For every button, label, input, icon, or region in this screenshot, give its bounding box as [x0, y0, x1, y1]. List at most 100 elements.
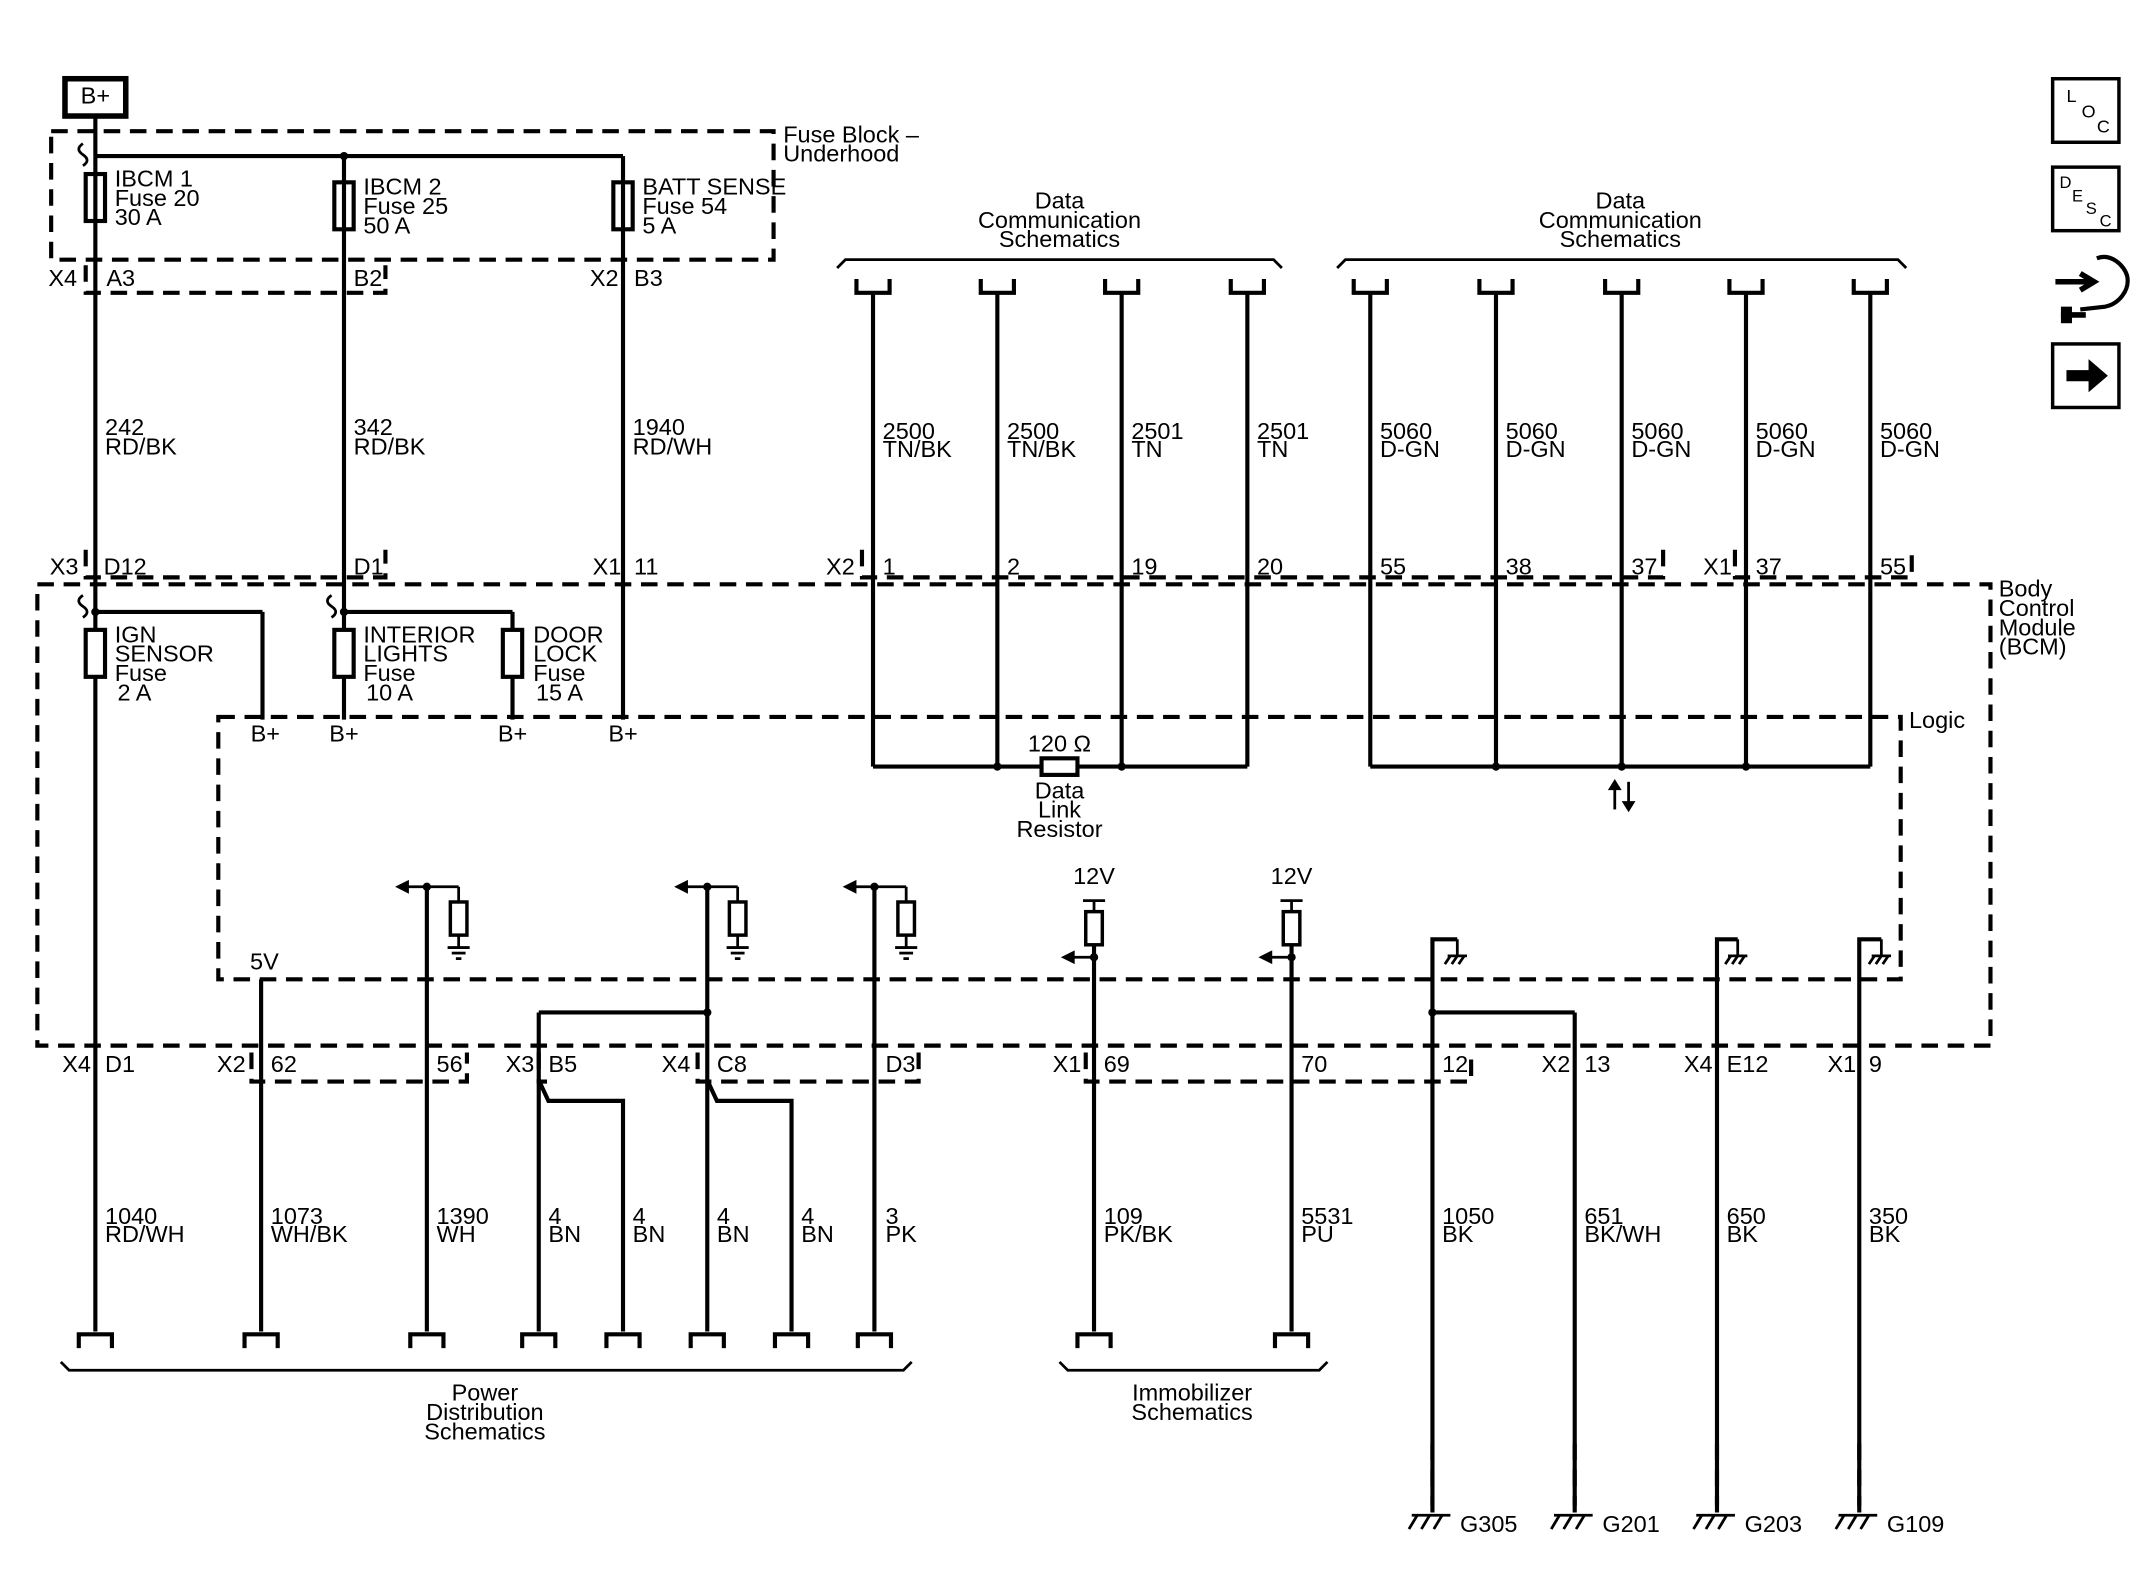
resistor-label-2: Link	[1038, 797, 1081, 823]
connector-x4-pin-a3: A3	[106, 265, 135, 291]
bottom-conn-x4b: X4	[662, 1051, 691, 1077]
data-wire-1-number: 2500	[883, 418, 935, 444]
bottom-wire-10-number: 5531	[1301, 1203, 1353, 1229]
bottom-wire-4-color: BN	[548, 1221, 581, 1247]
bcm-ground-2	[1714, 937, 1748, 1506]
fuse-interior-line3: Fuse	[363, 660, 415, 686]
bcm-x2-pin-37: 37	[1631, 554, 1657, 580]
data-wire-group-2	[1351, 279, 1889, 767]
ground-g203-label: G203	[1745, 1511, 1802, 1537]
bottom-wire-12-color: BK/WH	[1584, 1221, 1661, 1247]
input-c8-circuit	[674, 879, 749, 1332]
fuse-ibcm2-rating: 50 A	[363, 212, 410, 238]
bottom-conn-x2: X2	[217, 1051, 246, 1077]
bottom-pin-69: 69	[1104, 1051, 1130, 1077]
bottom-conn-x1: X1	[1053, 1051, 1082, 1077]
bn-jumper-splice	[703, 1008, 712, 1017]
connector-x4-label: X4	[48, 265, 77, 291]
bottom-conn-x4: X4	[62, 1051, 91, 1077]
input-d3-circuit	[842, 879, 918, 1332]
power-dist-brace	[59, 1360, 913, 1372]
bcm-logic-outline	[216, 714, 1903, 982]
bus-2-splice-a	[1491, 762, 1501, 771]
loc-letter-l: L	[2066, 86, 2076, 106]
bottom-wire-13-color: BK	[1727, 1221, 1759, 1247]
data-comm-2-brace	[1336, 258, 1908, 269]
bottom-wire-11-number: 1050	[1442, 1203, 1494, 1229]
description-button[interactable]: D E S C	[2050, 165, 2121, 233]
data-wire-5-number: 5060	[1380, 418, 1432, 444]
data-wire-8-number: 5060	[1756, 418, 1808, 444]
fuse-batt-sense-number: Fuse 54	[642, 193, 727, 219]
bottom-pin-9: 9	[1869, 1051, 1882, 1077]
bottom-conn-x4c: X4	[1684, 1051, 1713, 1077]
bottom-wire-9-number: 109	[1104, 1203, 1143, 1229]
ground-g109-icon	[1834, 1443, 1878, 1530]
bus-1-splice-a	[993, 762, 1002, 771]
data-wire-6-color: D-GN	[1506, 436, 1566, 462]
bcm-connector-x1b-bracket	[1732, 549, 1914, 580]
fuse-batt-sense-name: BATT SENSE	[642, 174, 786, 200]
data-wire-8-color: D-GN	[1756, 436, 1816, 462]
connector-x4-bracket	[83, 265, 388, 295]
input-70-circuit	[1258, 899, 1303, 1332]
bottom-pin-62: 62	[271, 1051, 297, 1077]
bottom-wire-1-number: 1040	[105, 1203, 157, 1229]
fuse-ibcm2	[332, 156, 356, 232]
bcm-x2-pin-19: 19	[1131, 554, 1157, 580]
bottom-wire-14-color: BK	[1869, 1221, 1901, 1247]
bottom-conn-x3: X3	[506, 1051, 535, 1077]
bcm-connector-x3-bracket	[83, 549, 388, 580]
fuse-batt-sense-rating: 5 A	[642, 212, 676, 238]
bottom-wire-10-color: PU	[1301, 1221, 1334, 1247]
bcm-ground-3	[1857, 937, 1892, 1506]
bcm-x2-pin-55: 55	[1380, 554, 1406, 580]
loc-letter-o: O	[2082, 101, 2096, 121]
data-comm-2-line2: Communication	[1539, 207, 1702, 233]
data-wire-6-number: 5060	[1506, 418, 1558, 444]
location-button[interactable]: L O C	[2050, 77, 2121, 144]
data-wire-3-color: TN	[1131, 436, 1162, 462]
bottom-wire-7-color: BN	[801, 1221, 834, 1247]
fuse-ign-sensor	[83, 627, 108, 679]
bottom-wire-5-number: 4	[633, 1203, 646, 1229]
connector-x2-pin-b3: B3	[634, 265, 663, 291]
resistor-label-3: Resistor	[1016, 816, 1102, 842]
desc-letter-c: C	[2100, 212, 2112, 231]
connector-view-button[interactable]	[2055, 254, 2130, 324]
bus-1-splice-b	[1117, 762, 1126, 771]
bcm-x2-pin-2: 2	[1007, 554, 1020, 580]
data-comm-1-line2: Communication	[978, 207, 1141, 233]
bottom-wire-11-color: BK	[1442, 1221, 1474, 1247]
bottom-wire-3-color: WH	[437, 1221, 476, 1247]
data-wire-group-1	[854, 279, 1266, 767]
bottom-wire-12-number: 651	[1584, 1203, 1623, 1229]
fuse-ibcm1-name: IBCM 1	[115, 165, 193, 191]
volt-12v-label-1: 12V	[1073, 863, 1115, 889]
bottom-pin-70: 70	[1301, 1051, 1327, 1077]
next-page-button[interactable]	[2050, 342, 2121, 410]
bcm-hot-symbol-2	[326, 594, 338, 619]
ground-g201-icon	[1550, 1443, 1593, 1530]
bplus-input-3: B+	[498, 721, 527, 747]
wire-242-number: 242	[105, 414, 144, 440]
bcm-x1-pin-55: 55	[1880, 554, 1906, 580]
data-wire-4-color: TN	[1257, 436, 1288, 462]
wire-1940-color: RD/WH	[633, 433, 713, 459]
bcm-logic-label: Logic	[1909, 707, 1965, 733]
fuse-block-title-1: Fuse Block –	[783, 121, 920, 147]
bcm-title-4: (BCM)	[1999, 634, 2067, 660]
input-56-circuit	[395, 879, 470, 1332]
bottom-wire-6-number: 4	[717, 1203, 730, 1229]
fuse-ibcm2-number: Fuse 25	[363, 193, 448, 219]
bplus-input-2: B+	[329, 721, 358, 747]
bcm-conn-x1-pin-11: 11	[634, 554, 658, 580]
bcm-conn-x3-pin-d12: D12	[104, 554, 147, 580]
bottom-wire-2-number: 1073	[271, 1203, 323, 1229]
wire-242-color: RD/BK	[105, 433, 177, 459]
bcm-conn-x2: X2	[826, 554, 855, 580]
ground-g305-icon	[1407, 1443, 1451, 1530]
data-wire-2-number: 2500	[1007, 418, 1059, 444]
fuse-door-line2: LOCK	[533, 641, 597, 667]
bottom-pin-13: 13	[1584, 1051, 1610, 1077]
